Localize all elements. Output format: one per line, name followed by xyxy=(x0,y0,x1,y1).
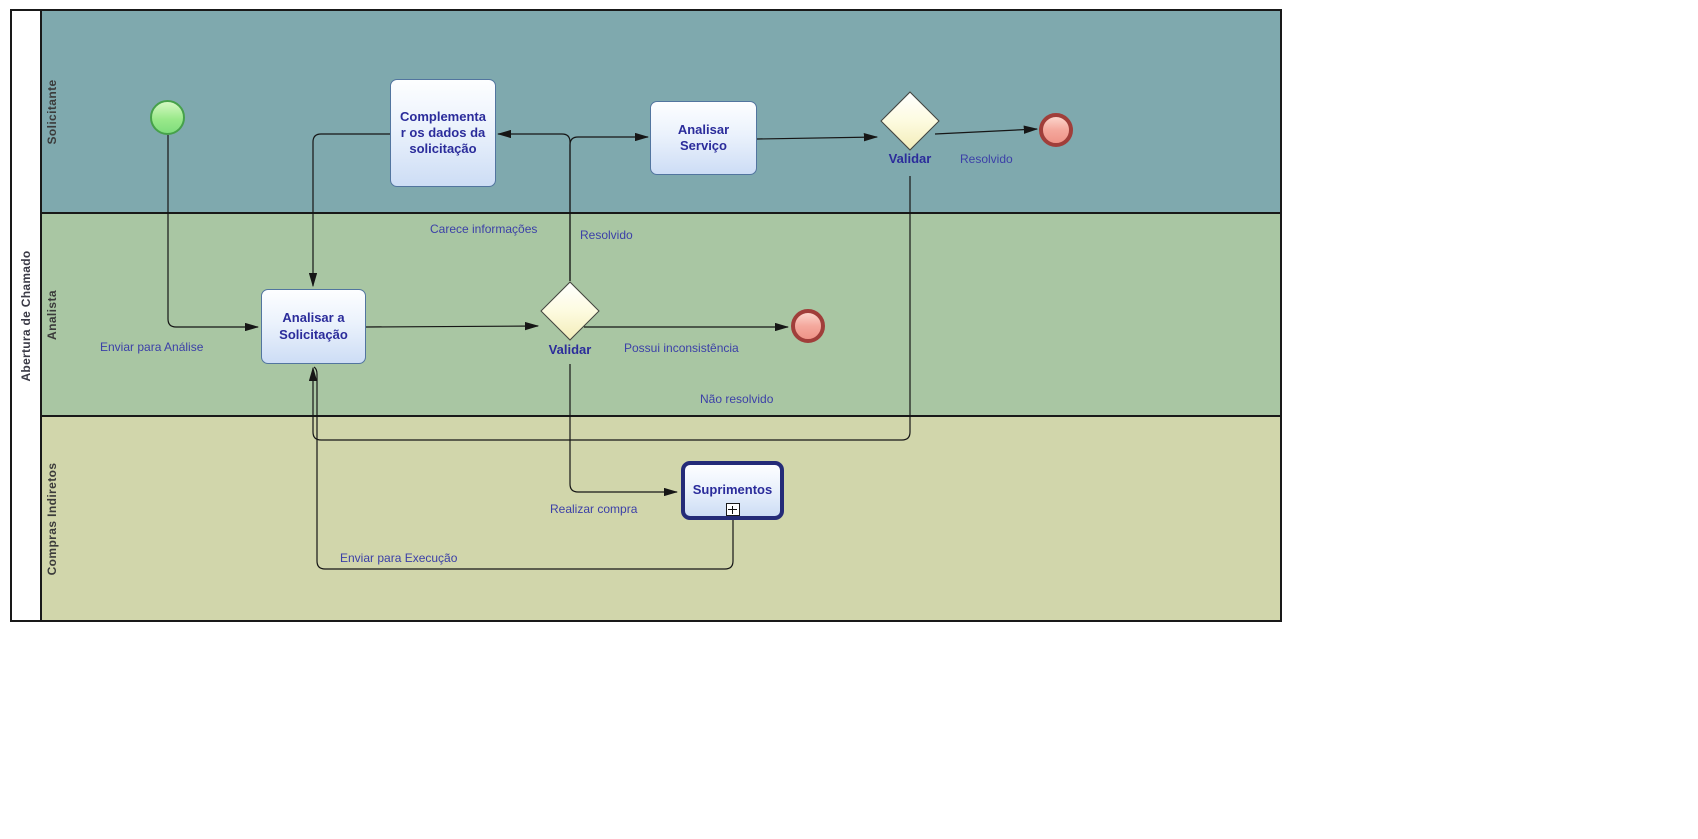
lane-analista[interactable]: Analista xyxy=(42,212,1280,415)
flow-analisar-solicitacao-to-validar xyxy=(365,321,540,331)
flow-realizar-compra xyxy=(569,364,679,497)
start-event[interactable] xyxy=(150,100,185,135)
flow-carece-informacoes xyxy=(496,129,571,281)
subprocess-expand-icon[interactable] xyxy=(725,503,740,516)
end-event-analista[interactable] xyxy=(791,309,825,343)
flow-analisar-servico-to-validar xyxy=(756,133,879,142)
pool-abertura-de-chamado: Abertura de Chamado Solicitante Analista… xyxy=(10,9,1282,622)
flow-nao-resolvido xyxy=(308,176,911,441)
flow-label-resolvido-analista: Resolvido xyxy=(580,228,633,242)
flow-label-possui-inconsistencia: Possui inconsistência xyxy=(624,341,739,355)
flow-complementar-to-analisar-solicitacao xyxy=(308,133,390,288)
end-event-solicitante[interactable] xyxy=(1039,113,1073,147)
flow-label-enviar-para-analise: Enviar para Análise xyxy=(100,340,204,354)
lane-compras-indiretos[interactable]: Compras Indiretos xyxy=(42,415,1280,620)
flow-label-realizar-compra: Realizar compra xyxy=(550,502,638,516)
gateway-validar-analista-label: Validar xyxy=(548,342,592,357)
flow-label-enviar-para-execucao: Enviar para Execução xyxy=(340,551,458,565)
flow-enviar-para-analise xyxy=(167,135,260,332)
task-complementar-dados[interactable]: Complementar os dados da solicitação xyxy=(390,79,496,187)
flow-resolvido-solicitante xyxy=(934,125,1039,135)
flow-label-carece-informacoes: Carece informações xyxy=(430,222,538,236)
flow-label-resolvido-solicitante: Resolvido xyxy=(960,152,1013,166)
task-analisar-solicitacao[interactable]: Analisar a Solicitação xyxy=(261,289,366,364)
pool-header[interactable]: Abertura de Chamado xyxy=(12,11,42,620)
flow-enviar-para-execucao xyxy=(313,366,734,570)
flow-label-nao-resolvido: Não resolvido xyxy=(700,392,774,406)
lane-stack: Solicitante Analista Compras Indiretos xyxy=(42,11,1280,620)
subprocess-suprimentos[interactable]: Suprimentos xyxy=(681,461,784,520)
gateway-validar-solicitante-label: Validar xyxy=(888,151,932,166)
flow-resolvido-analista xyxy=(569,132,650,281)
task-analisar-servico[interactable]: Analisar Serviço xyxy=(650,101,757,175)
